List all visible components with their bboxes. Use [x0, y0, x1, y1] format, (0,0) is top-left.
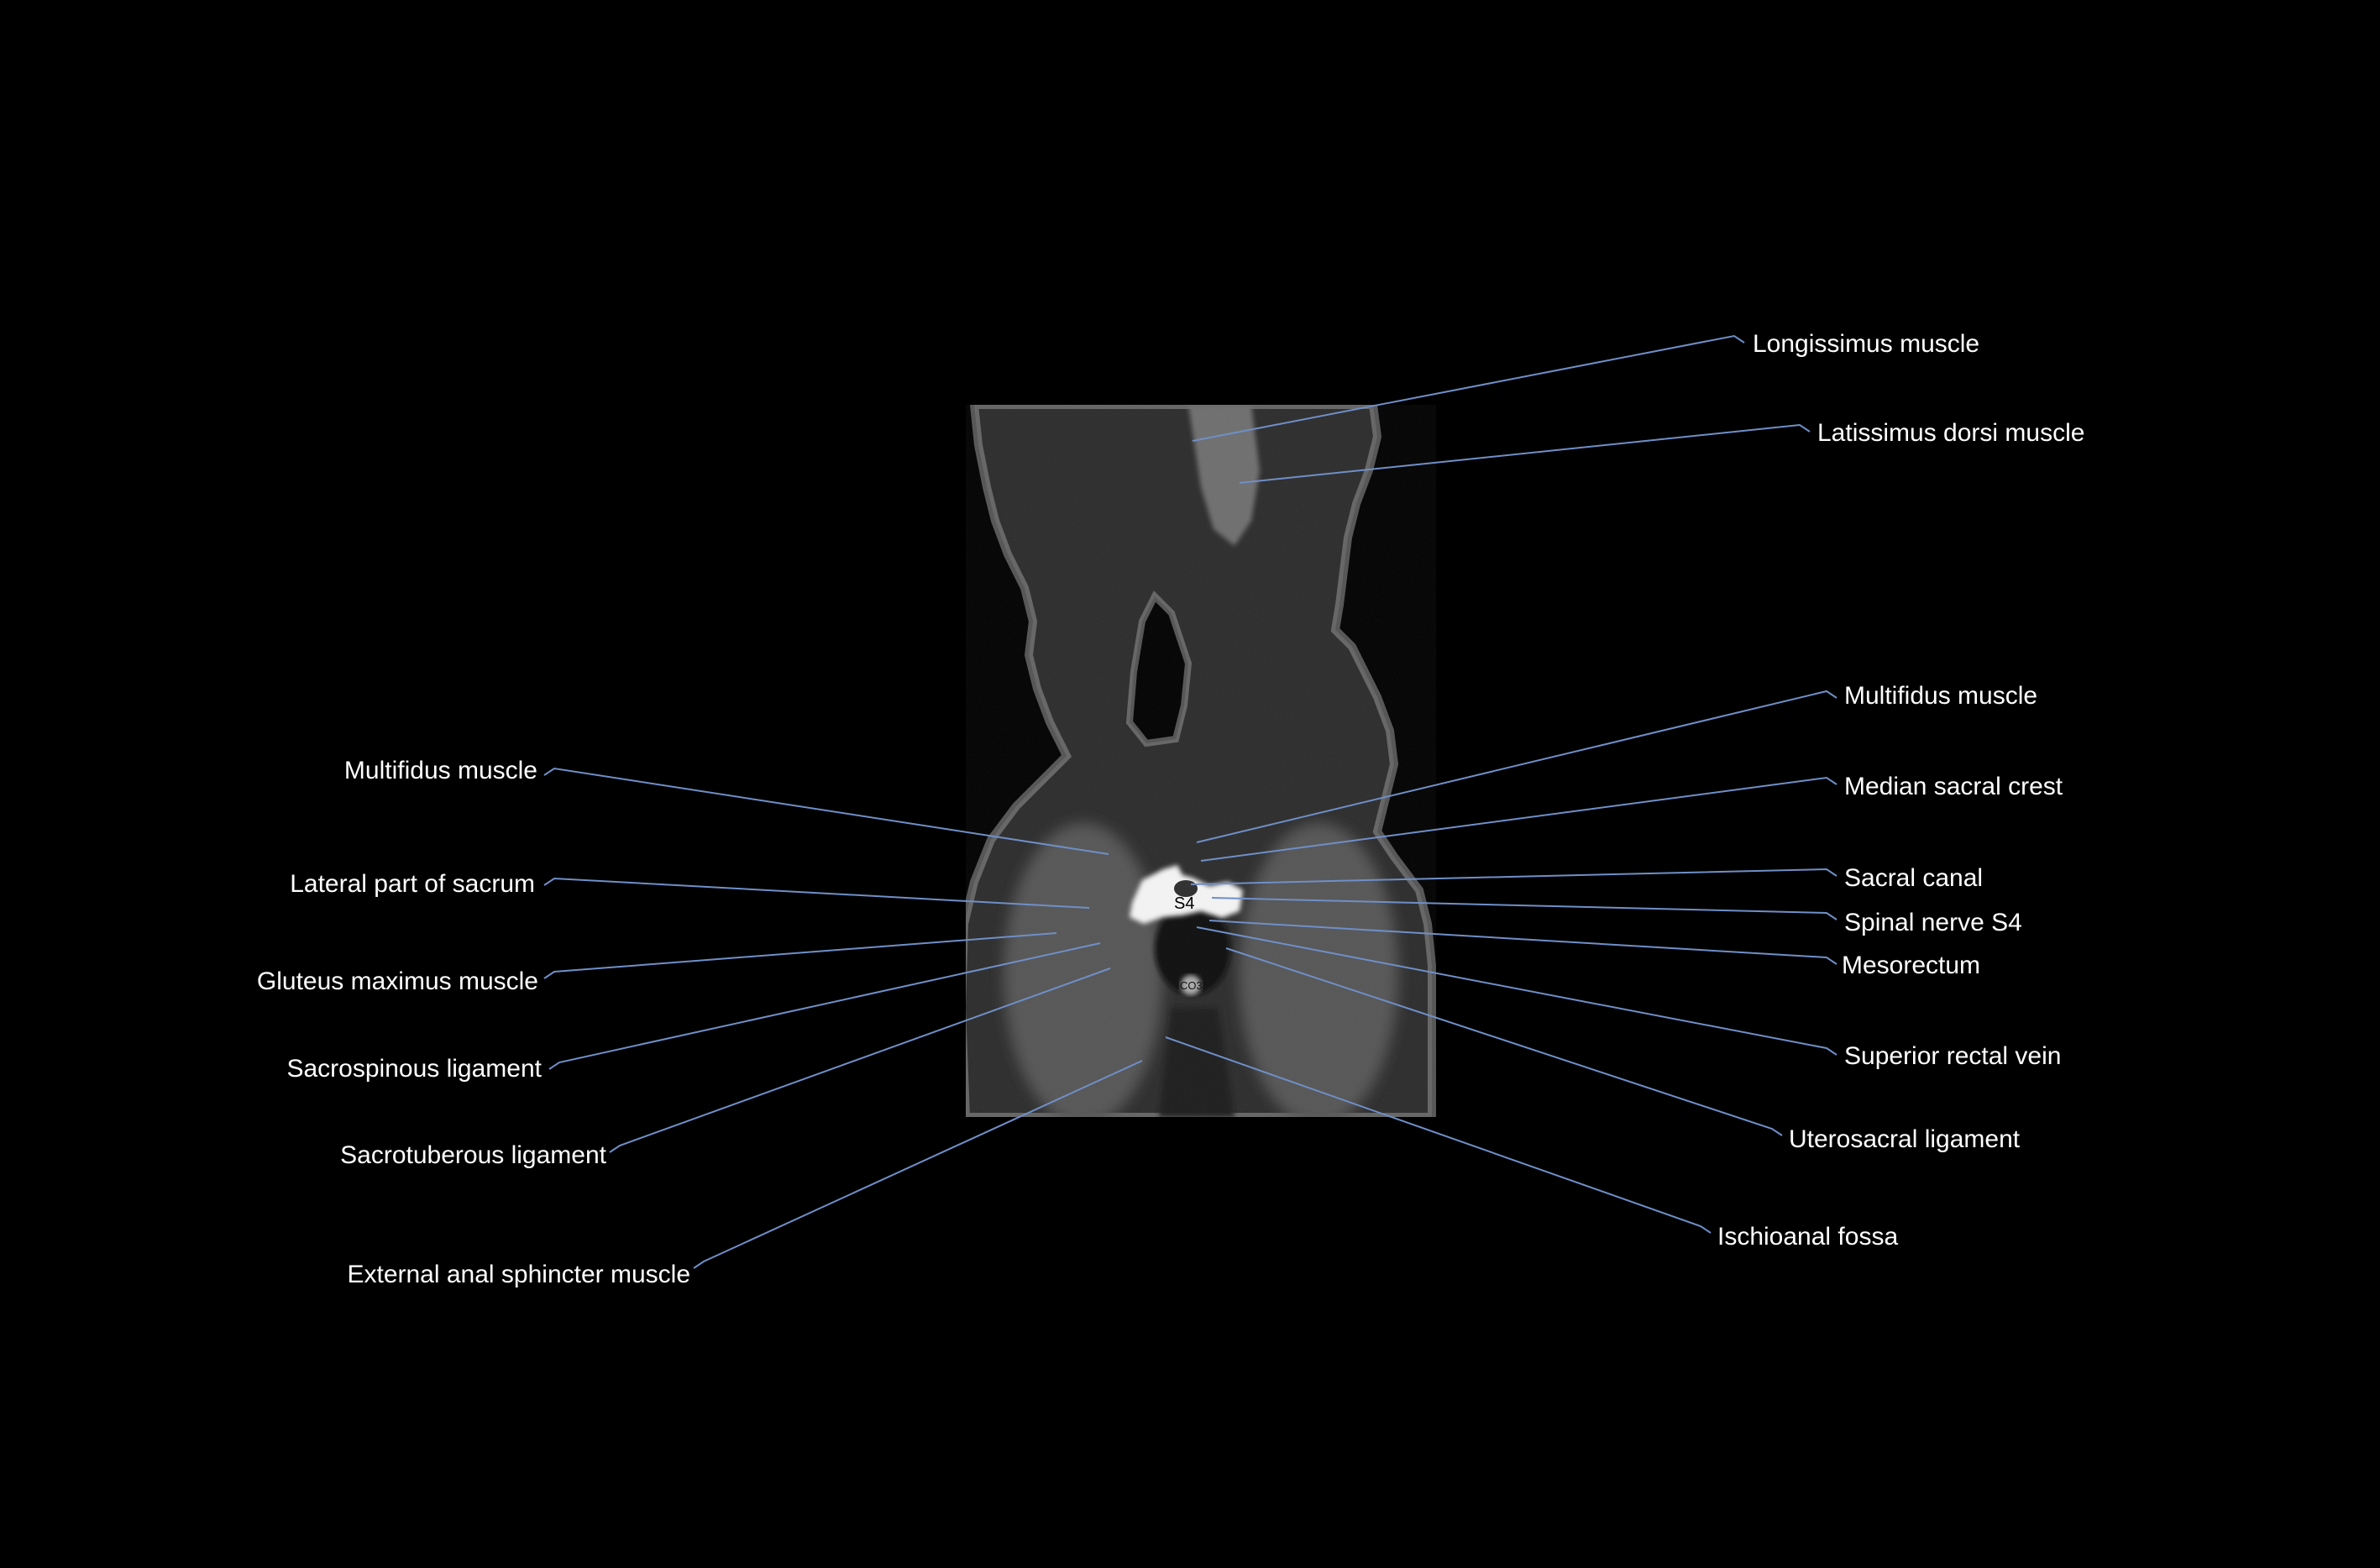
label-sacrotuberous: Sacrotuberous ligament	[340, 1141, 606, 1169]
leader-line-sacral-canal	[1190, 868, 1837, 885]
coccyx	[1181, 975, 1201, 995]
leader-line-median-sacral-crest	[1200, 776, 1837, 862]
label-spinal-nerve-s4: Spinal nerve S4	[1844, 909, 2022, 936]
leader-line-longissimus	[1192, 334, 1745, 442]
leader-line-uterosacral	[1225, 947, 1783, 1136]
leader-line-sacrotuberous	[609, 968, 1111, 1153]
label-ischioanal: Ischioanal fossa	[1717, 1223, 1899, 1251]
label-sacral-canal: Sacral canal	[1844, 864, 1984, 892]
label-longissimus: Longissimus muscle	[1753, 330, 1980, 358]
leader-line-multifidus-l	[543, 767, 1109, 855]
ct-slice: S4 CO3	[966, 405, 1436, 1117]
leader-line-latissimus	[1239, 423, 1811, 484]
leader-line-spinal-nerve-s4	[1211, 897, 1837, 920]
label-lateral-sacrum: Lateral part of sacrum	[290, 870, 535, 898]
coccyx-label: CO3	[1180, 979, 1203, 992]
label-median-sacral-crest: Median sacral crest	[1844, 773, 2063, 800]
leader-line-lateral-sacrum	[543, 877, 1090, 909]
leader-line-superior-rectal-vein	[1196, 926, 1837, 1056]
label-multifidus-l: Multifidus muscle	[343, 757, 537, 784]
label-gluteus-maximus: Gluteus maximus muscle	[256, 968, 538, 995]
label-sacrospinous: Sacrospinous ligament	[286, 1055, 542, 1083]
label-external-anal-sphincter: External anal sphincter muscle	[347, 1261, 690, 1288]
leader-line-sacrospinous	[548, 942, 1101, 1070]
leader-line-multifidus-r	[1196, 690, 1837, 843]
vertebra-label: S4	[1174, 894, 1194, 913]
leader-line-ischioanal	[1165, 1036, 1712, 1234]
label-mesorectum: Mesorectum	[1842, 952, 1981, 979]
leader-line-gluteus-maximus	[543, 932, 1057, 979]
leader-lines	[543, 334, 1837, 1269]
label-latissimus: Latissimus dorsi muscle	[1817, 419, 2085, 447]
leader-line-mesorectum	[1208, 920, 1837, 965]
leader-line-external-anal-sphincter	[693, 1060, 1143, 1269]
label-uterosacral: Uterosacral ligament	[1789, 1125, 2021, 1153]
label-superior-rectal-vein: Superior rectal vein	[1844, 1042, 2062, 1070]
label-multifidus-r: Multifidus muscle	[1844, 682, 2038, 710]
